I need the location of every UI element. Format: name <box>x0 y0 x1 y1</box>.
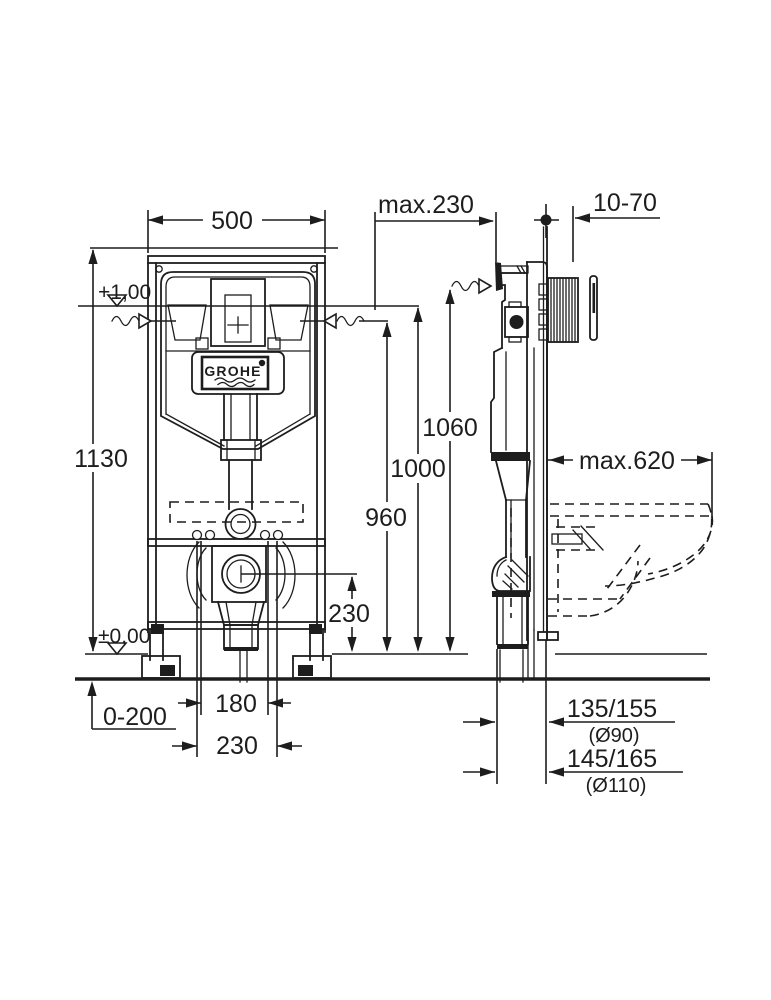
frame-top-rail <box>147 255 326 264</box>
break-symbol-icon <box>322 312 365 330</box>
level-plus-label: +1,00 <box>98 281 151 304</box>
level-zero-label: ±0,00 <box>98 625 150 648</box>
dim-fixing-outer: 230 <box>172 541 302 760</box>
svg-text:(Ø110): (Ø110) <box>586 775 647 797</box>
svg-text:1060: 1060 <box>422 414 478 442</box>
outlet-elbow <box>491 555 531 683</box>
frame-column <box>526 261 548 641</box>
dimensions: 500 max.230 10-70 1130 <box>74 189 713 797</box>
bowl-bracket <box>551 533 583 545</box>
svg-text:180: 180 <box>215 690 257 718</box>
dim-total-height: 1130 <box>74 247 338 652</box>
flush-plate <box>589 275 598 341</box>
dim-leg-adjust: 0-200 <box>87 681 176 731</box>
side-cistern-profile <box>490 346 531 558</box>
dim-frame-width: 500 <box>147 207 326 253</box>
break-symbol-icon <box>111 312 153 330</box>
svg-text:230: 230 <box>328 600 370 628</box>
svg-text:135/155: 135/155 <box>567 695 657 723</box>
plate-foot <box>537 631 559 641</box>
flush-unit <box>538 277 579 343</box>
float-chamber <box>269 304 309 341</box>
svg-text:230: 230 <box>216 732 258 760</box>
svg-text:145/165: 145/165 <box>567 745 657 773</box>
break-symbol-icon <box>451 277 493 295</box>
dim-outlet-height: 230 <box>241 573 370 652</box>
dim-fixing-inner: 180 <box>178 541 291 718</box>
frame-mid-rail <box>147 538 326 547</box>
svg-text:(Ø90): (Ø90) <box>588 725 639 747</box>
dim-height-1060: 1060 <box>422 289 478 652</box>
dim-outlet-110: 145/165 (Ø110) <box>463 745 683 797</box>
pipe-connector <box>224 508 257 540</box>
dim-max-bowl-depth: max.620 <box>548 447 713 518</box>
fixing-point-icon <box>509 315 524 329</box>
svg-text:1130: 1130 <box>74 445 128 473</box>
upper-box <box>497 272 529 349</box>
outlet-assembly <box>186 541 296 683</box>
dim-outlet-90: 135/155 (Ø90) <box>463 640 675 784</box>
corner-screw-icon <box>155 265 163 273</box>
fixing-bolts <box>191 529 284 541</box>
svg-text:0-200: 0-200 <box>103 703 167 731</box>
access-cover <box>191 351 285 395</box>
grohe-logo: GROHE <box>200 355 270 391</box>
svg-text:max.620: max.620 <box>579 447 675 475</box>
svg-text:960: 960 <box>365 504 407 532</box>
logo-wave-icon <box>217 381 255 388</box>
logo-wave-icon <box>214 377 256 383</box>
floor-and-levels: +1,00 ±0,00 <box>75 277 710 681</box>
corner-screw-icon <box>310 265 318 273</box>
dim-height-1000: 1000 <box>390 307 446 652</box>
frame-bottom-rail <box>147 621 326 630</box>
svg-text:500: 500 <box>211 207 253 235</box>
svg-text:1000: 1000 <box>390 455 446 483</box>
side-view <box>490 226 714 683</box>
logo-dot-icon <box>258 359 266 367</box>
dim-height-960: 960 <box>365 322 407 652</box>
flush-pipe <box>220 393 262 540</box>
mounting-zone-outline <box>169 501 304 523</box>
svg-text:10-70: 10-70 <box>593 189 657 217</box>
svg-text:max.230: max.230 <box>378 191 474 219</box>
grohe-logo-text: GROHE <box>204 363 261 379</box>
front-view: GROHE <box>141 255 332 683</box>
dim-max-depth: max.230 <box>374 191 497 310</box>
cistern <box>160 271 316 450</box>
dim-plate-adjust: 10-70 <box>534 189 660 262</box>
toilet-bowl-outline <box>510 503 714 618</box>
wall-bracket <box>495 262 529 291</box>
flush-shaft <box>210 278 266 347</box>
float-chamber <box>167 304 207 341</box>
